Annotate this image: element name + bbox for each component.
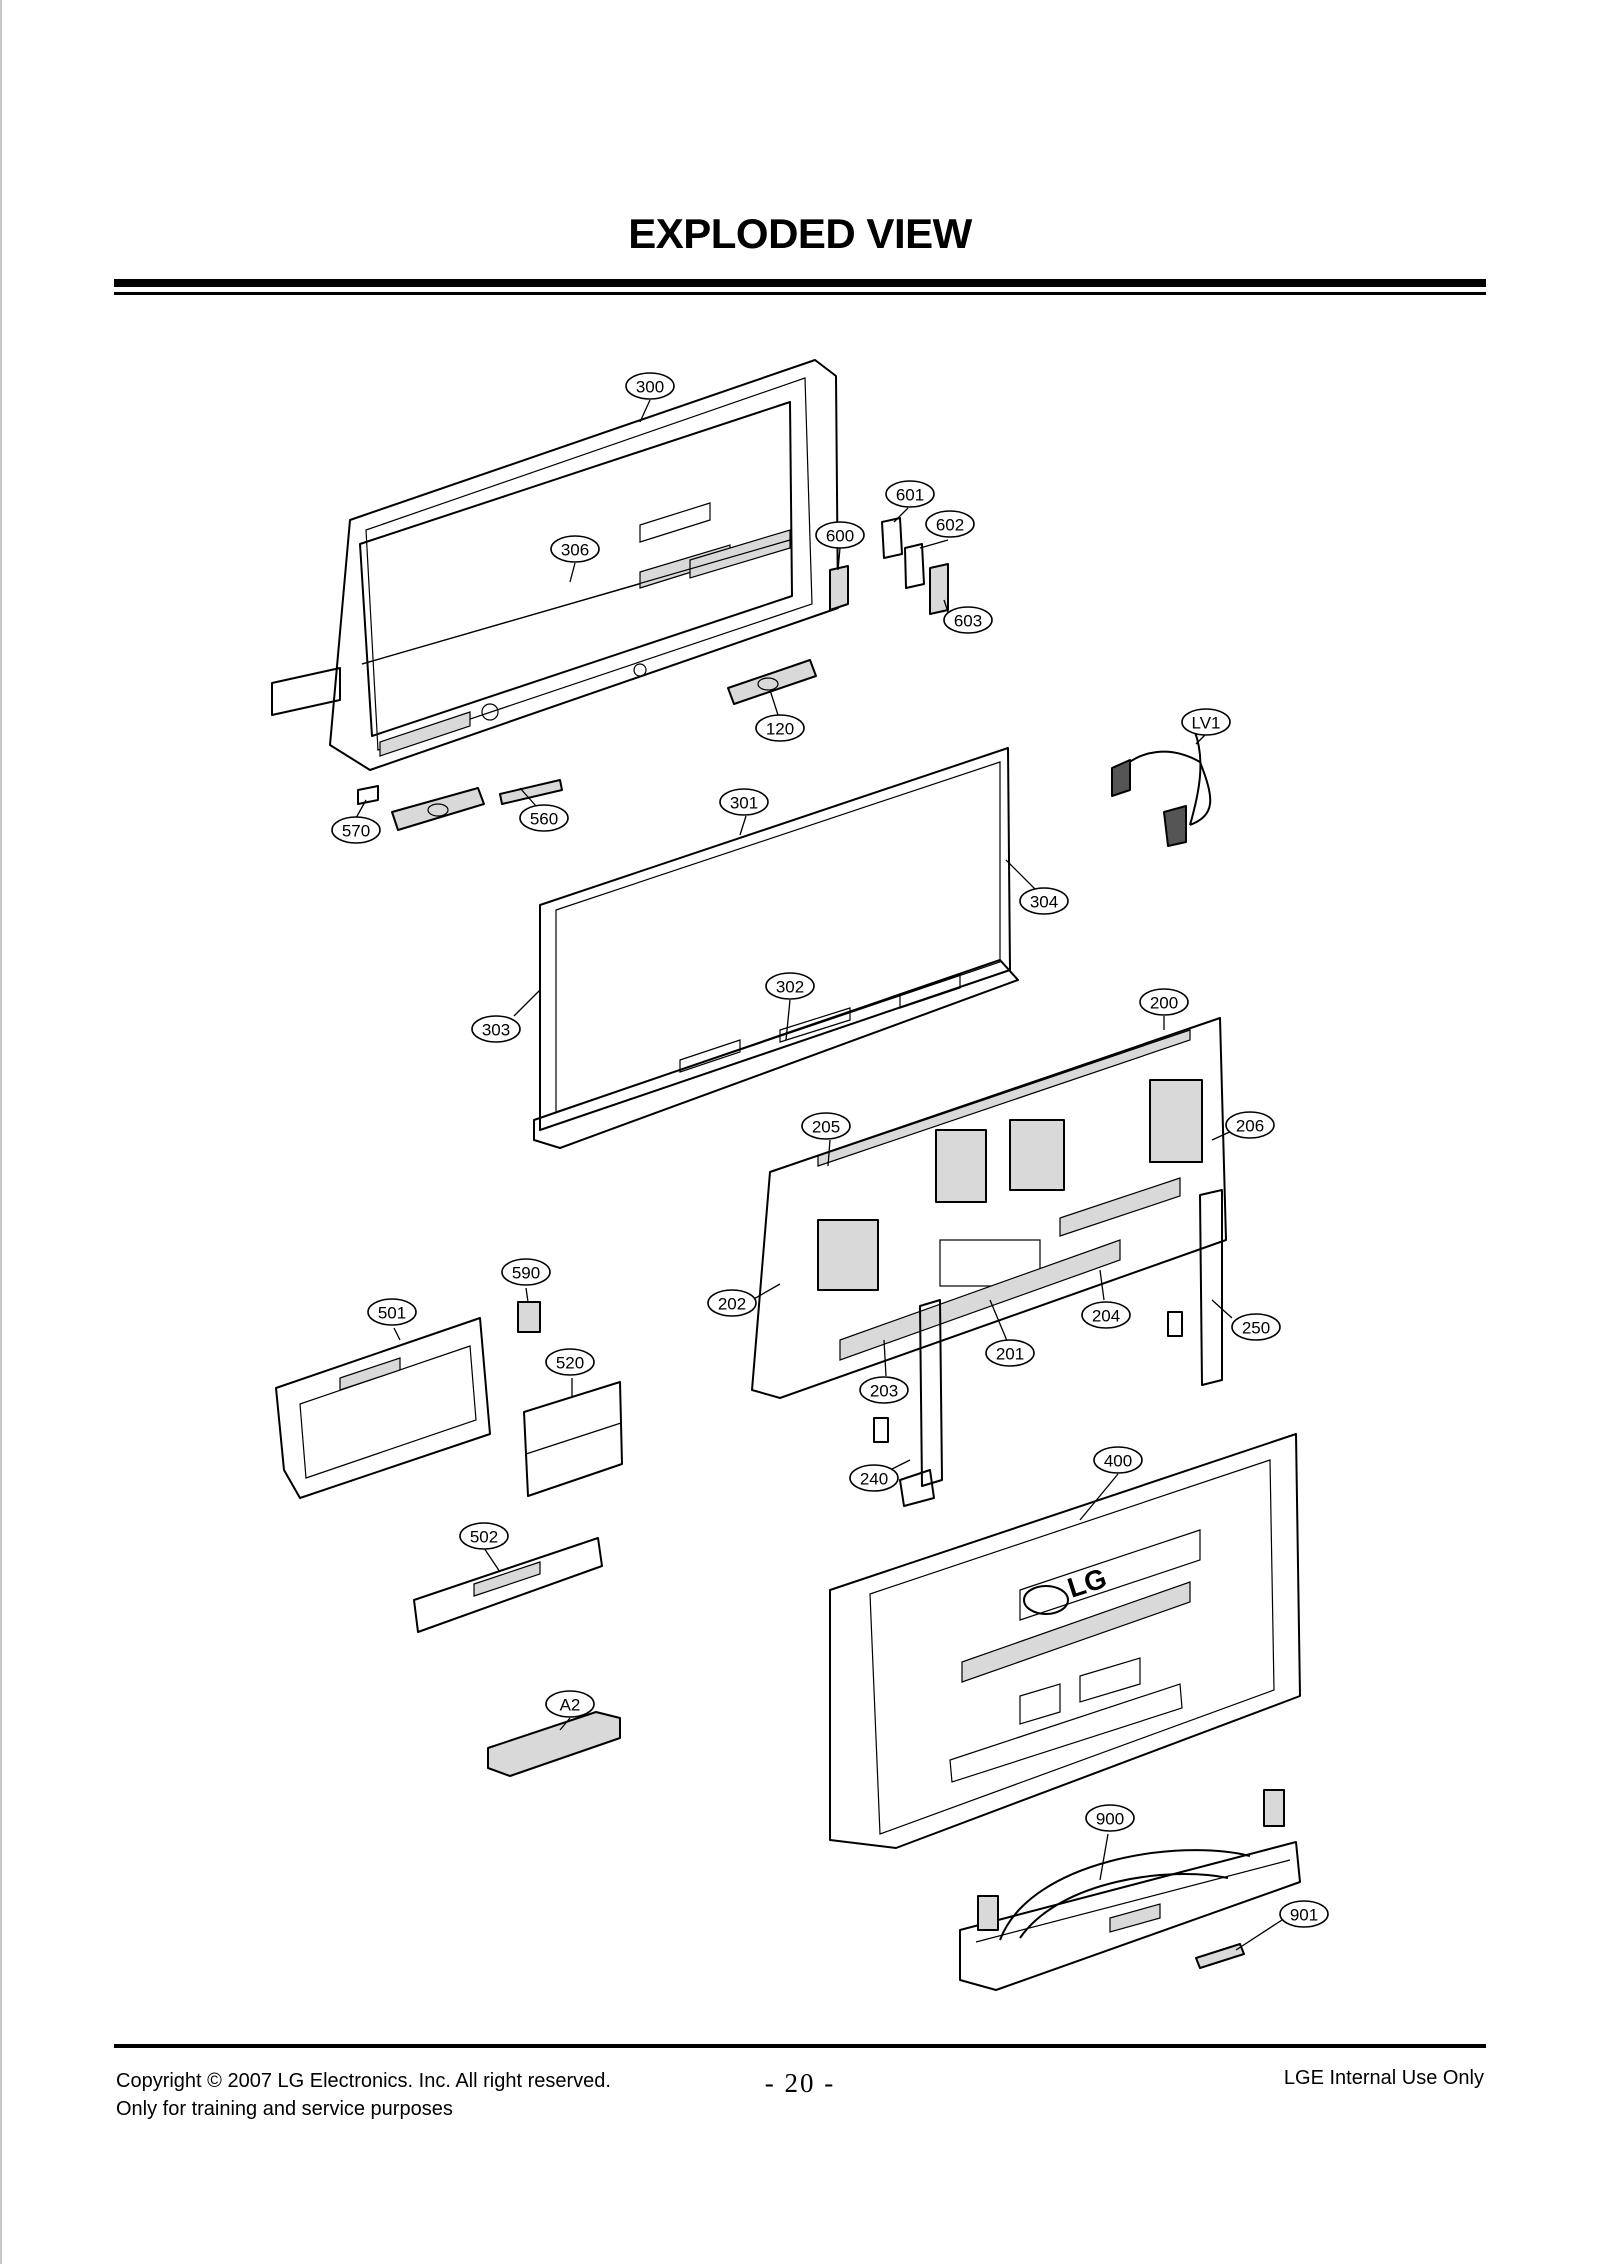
footer-internal: LGE Internal Use Only (1283, 2067, 1484, 2089)
callout-label-302: 302 (776, 978, 804, 997)
callout-601: 601 (885, 480, 935, 508)
callout-501: 501 (367, 1298, 417, 1326)
leader-lines (355, 399, 1283, 1951)
callout-label-400: 400 (1104, 1452, 1132, 1471)
callout-label-201: 201 (996, 1345, 1024, 1364)
callout-label-502: 502 (470, 1528, 498, 1547)
frame-part (533, 747, 1019, 1149)
footer-copyright: Copyright © 2007 LG Electronics. Inc. Al… (116, 2070, 611, 2092)
window-line (361, 539, 791, 665)
callout-label-306: 306 (561, 541, 589, 560)
callout-label-120: 120 (766, 720, 794, 739)
callout-label-250: 250 (1242, 1319, 1270, 1338)
callout-240: 240 (849, 1464, 899, 1492)
callout-label-304: 304 (1030, 893, 1058, 912)
callout-205: 205 (801, 1112, 851, 1140)
callout-250: 250 (1231, 1313, 1281, 1341)
speaker-left-part (357, 779, 563, 831)
callout-label-240: 240 (860, 1470, 888, 1489)
callout-520: 520 (545, 1348, 595, 1376)
callout-204: 204 (1081, 1301, 1131, 1329)
callout-label-501: 501 (378, 1304, 406, 1323)
callout-label-520: 520 (556, 1354, 584, 1373)
callout-label-203: 203 (870, 1382, 898, 1401)
callout-label-602: 602 (936, 516, 964, 535)
callout-label-205: 205 (812, 1118, 840, 1137)
page-edge (0, 0, 2, 2264)
footer-purpose: Only for training and service purposes (116, 2098, 453, 2120)
callout-label-206: 206 (1236, 1117, 1264, 1136)
callout-label-301: 301 (730, 794, 758, 813)
callout-label-A2: A2 (560, 1696, 581, 1715)
callout-900: 900 (1085, 1804, 1135, 1832)
footer-left: Copyright © 2007 LG Electronics. Inc. Al… (116, 2067, 611, 2123)
ir-receiver-part (517, 1301, 541, 1333)
stand-part (959, 1789, 1301, 1991)
callout-120: 120 (755, 714, 805, 742)
callout-202: 202 (707, 1289, 757, 1317)
callout-302: 302 (765, 972, 815, 1000)
callout-LV1: LV1 (1181, 708, 1231, 736)
callout-label-900: 900 (1096, 1810, 1124, 1829)
callout-label-560: 560 (530, 810, 558, 829)
callout-label-901: 901 (1290, 1906, 1318, 1925)
callout-301: 301 (719, 788, 769, 816)
callout-203: 203 (859, 1376, 909, 1404)
footer-rule (114, 2044, 1486, 2048)
callout-306: 306 (550, 535, 600, 563)
callout-304: 304 (1019, 887, 1069, 915)
lvds-cable-part (1111, 731, 1212, 847)
av-board-part (275, 1317, 491, 1499)
callout-603: 603 (943, 606, 993, 634)
callout-206: 206 (1225, 1111, 1275, 1139)
callout-label-204: 204 (1092, 1307, 1120, 1326)
shield-plate-part (523, 1381, 623, 1497)
callout-600: 600 (815, 521, 865, 549)
callout-label-603: 603 (954, 612, 982, 631)
callout-400: 400 (1093, 1446, 1143, 1474)
control-board-part (413, 1537, 603, 1633)
callout-200: 200 (1139, 988, 1189, 1016)
callout-label-LV1: LV1 (1192, 714, 1221, 733)
side-brackets-part (829, 517, 949, 615)
callout-201: 201 (985, 1339, 1035, 1367)
callout-300: 300 (625, 372, 675, 400)
page-title: EXPLODED VIEW (628, 210, 972, 257)
title-rule-thick (114, 279, 1486, 287)
callout-570: 570 (331, 816, 381, 844)
back-cover-part: LG (829, 1433, 1301, 1849)
back-cover-logo: LG (1064, 1562, 1111, 1604)
callout-560: 560 (519, 804, 569, 832)
callout-label-590: 590 (512, 1264, 540, 1283)
callout-A2: A2 (545, 1690, 595, 1718)
callout-label-601: 601 (896, 486, 924, 505)
callout-label-202: 202 (718, 1295, 746, 1314)
callout-label-200: 200 (1150, 994, 1178, 1013)
key-module-part (487, 1711, 621, 1777)
callout-602: 602 (925, 510, 975, 538)
callout-590: 590 (501, 1258, 551, 1286)
main-chassis-part (751, 1017, 1227, 1507)
callout-901: 901 (1279, 1900, 1329, 1928)
stand-cover-part (1195, 1943, 1245, 1969)
callout-label-300: 300 (636, 378, 664, 397)
callout-label-600: 600 (826, 527, 854, 546)
callout-502: 502 (459, 1522, 509, 1550)
page-number: - 20 - (764, 2068, 836, 2098)
speaker-right-part (727, 659, 817, 705)
front-cabinet-part (271, 359, 839, 771)
title-rule-thin (114, 292, 1486, 295)
callout-303: 303 (471, 1015, 521, 1043)
callout-label-303: 303 (482, 1021, 510, 1040)
callout-label-570: 570 (342, 822, 370, 841)
